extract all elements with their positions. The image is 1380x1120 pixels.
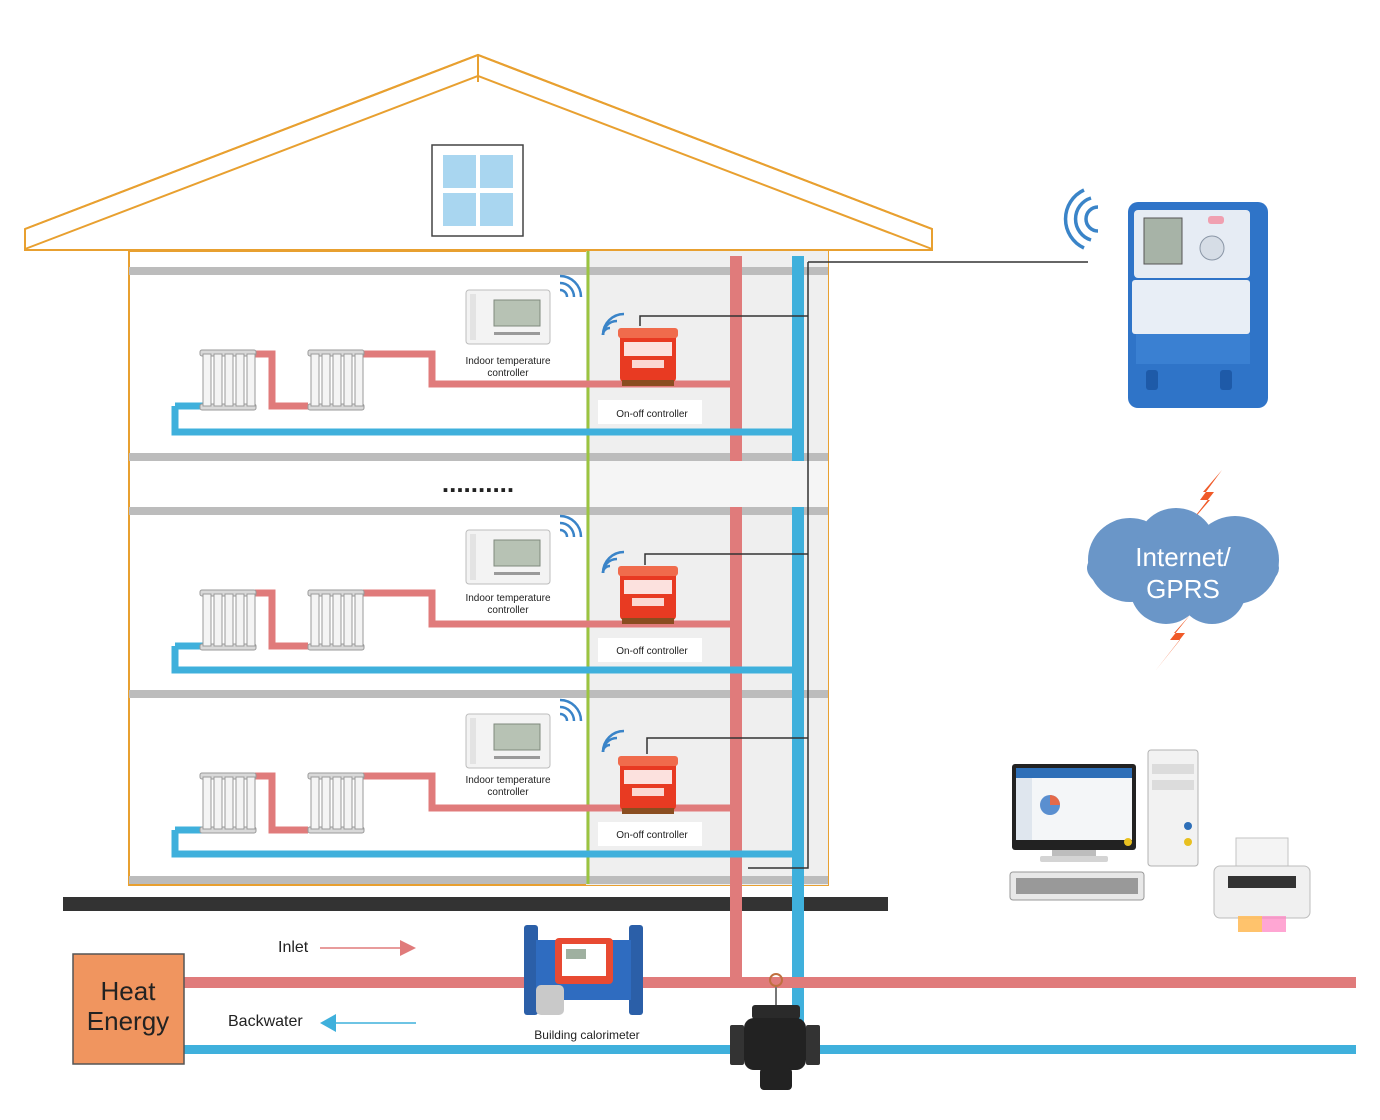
wifi-icon bbox=[559, 514, 583, 538]
return-riser bbox=[792, 507, 804, 1052]
wifi-icon bbox=[601, 550, 625, 574]
floor-ellipsis: .......... bbox=[442, 468, 514, 498]
heat-energy-label: Heat bbox=[101, 976, 157, 1006]
backwater-label: Backwater bbox=[228, 1013, 303, 1030]
onoff-controller-device bbox=[618, 566, 678, 624]
indoor-controller-label: controller bbox=[487, 787, 529, 798]
concentrator-icon bbox=[1063, 188, 1268, 408]
indoor-controller-label: Indoor temperature bbox=[465, 356, 550, 367]
indoor-controller-label: controller bbox=[487, 368, 529, 379]
wifi-icon bbox=[559, 274, 583, 298]
backwater-arrow bbox=[320, 1014, 416, 1032]
building-calorimeter-device bbox=[524, 925, 643, 1015]
floor-bottom: On-off controller Indoor temperature con… bbox=[171, 698, 798, 858]
onoff-controller-device bbox=[618, 756, 678, 814]
computer-icon bbox=[1009, 749, 1199, 901]
return-riser bbox=[792, 256, 804, 461]
building-calorimeter-label: Building calorimeter bbox=[534, 1028, 639, 1042]
inlet-label: Inlet bbox=[278, 939, 309, 956]
onoff-controller-label: On-off controller bbox=[616, 646, 688, 657]
indoor-controller-label: Indoor temperature bbox=[465, 593, 550, 604]
ground-line bbox=[63, 897, 888, 911]
thermostat-icon bbox=[465, 529, 551, 585]
indoor-controller-label: Indoor temperature bbox=[465, 775, 550, 786]
thermostat-icon bbox=[465, 289, 551, 345]
radiator-icon bbox=[307, 589, 365, 651]
network-label: GPRS bbox=[1146, 574, 1220, 604]
radiator-icon bbox=[199, 349, 257, 411]
data-cable bbox=[639, 261, 1088, 869]
thermostat-icon bbox=[465, 713, 551, 769]
inlet-arrow bbox=[320, 940, 416, 956]
wifi-icon bbox=[601, 729, 625, 753]
heat-energy-label: Energy bbox=[87, 1006, 169, 1036]
heat-energy-source: Heat Energy bbox=[72, 953, 185, 1065]
network-label: Internet/ bbox=[1135, 542, 1231, 572]
supply-riser bbox=[730, 507, 742, 987]
floor-middle: On-off controller Indoor temperature con… bbox=[171, 514, 798, 674]
radiator-icon bbox=[199, 772, 257, 834]
floor-top: On-off controller Indoor temperature con… bbox=[171, 274, 798, 436]
radiator-icon bbox=[199, 589, 257, 651]
indoor-controller-label: controller bbox=[487, 605, 529, 616]
onoff-controller-label: On-off controller bbox=[616, 830, 688, 841]
supply-riser bbox=[730, 256, 742, 461]
radiator-icon bbox=[307, 772, 365, 834]
onoff-controller-device bbox=[618, 328, 678, 386]
cloud-icon: Internet/ GPRS bbox=[1087, 508, 1279, 624]
valve-icon bbox=[730, 973, 820, 1090]
radiator-icon bbox=[307, 349, 365, 411]
wifi-icon bbox=[559, 698, 583, 722]
onoff-controller-label: On-off controller bbox=[616, 409, 688, 420]
wifi-icon bbox=[601, 312, 625, 336]
lightning-icon bbox=[1156, 470, 1222, 670]
attic-window bbox=[431, 144, 524, 237]
printer-icon bbox=[1213, 837, 1311, 932]
